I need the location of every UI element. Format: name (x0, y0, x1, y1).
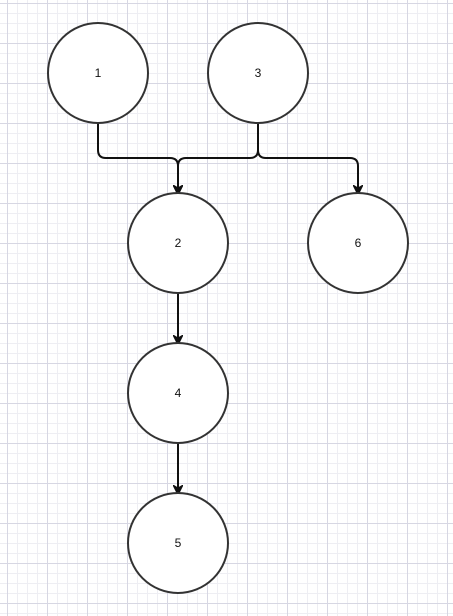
node-2-label: 2 (175, 236, 182, 250)
node-1[interactable]: 1 (47, 22, 149, 124)
node-3-circle (207, 22, 309, 124)
node-4-label: 4 (175, 386, 182, 400)
node-3-label: 3 (255, 66, 262, 80)
edges-group (97, 123, 358, 490)
node-5-circle (127, 492, 229, 594)
node-1-label: 1 (95, 66, 102, 80)
node-4-circle (127, 342, 229, 444)
edge-1-2 (97, 123, 178, 190)
node-6-circle (307, 192, 409, 294)
node-6[interactable]: 6 (307, 192, 409, 294)
edge-3-2 (178, 123, 259, 190)
node-4[interactable]: 4 (127, 342, 229, 444)
edge-3-6 (257, 123, 358, 190)
node-3[interactable]: 3 (207, 22, 309, 124)
node-6-label: 6 (355, 236, 362, 250)
node-5[interactable]: 5 (127, 492, 229, 594)
node-5-label: 5 (175, 536, 182, 550)
node-1-circle (47, 22, 149, 124)
node-2[interactable]: 2 (127, 192, 229, 294)
node-2-circle (127, 192, 229, 294)
